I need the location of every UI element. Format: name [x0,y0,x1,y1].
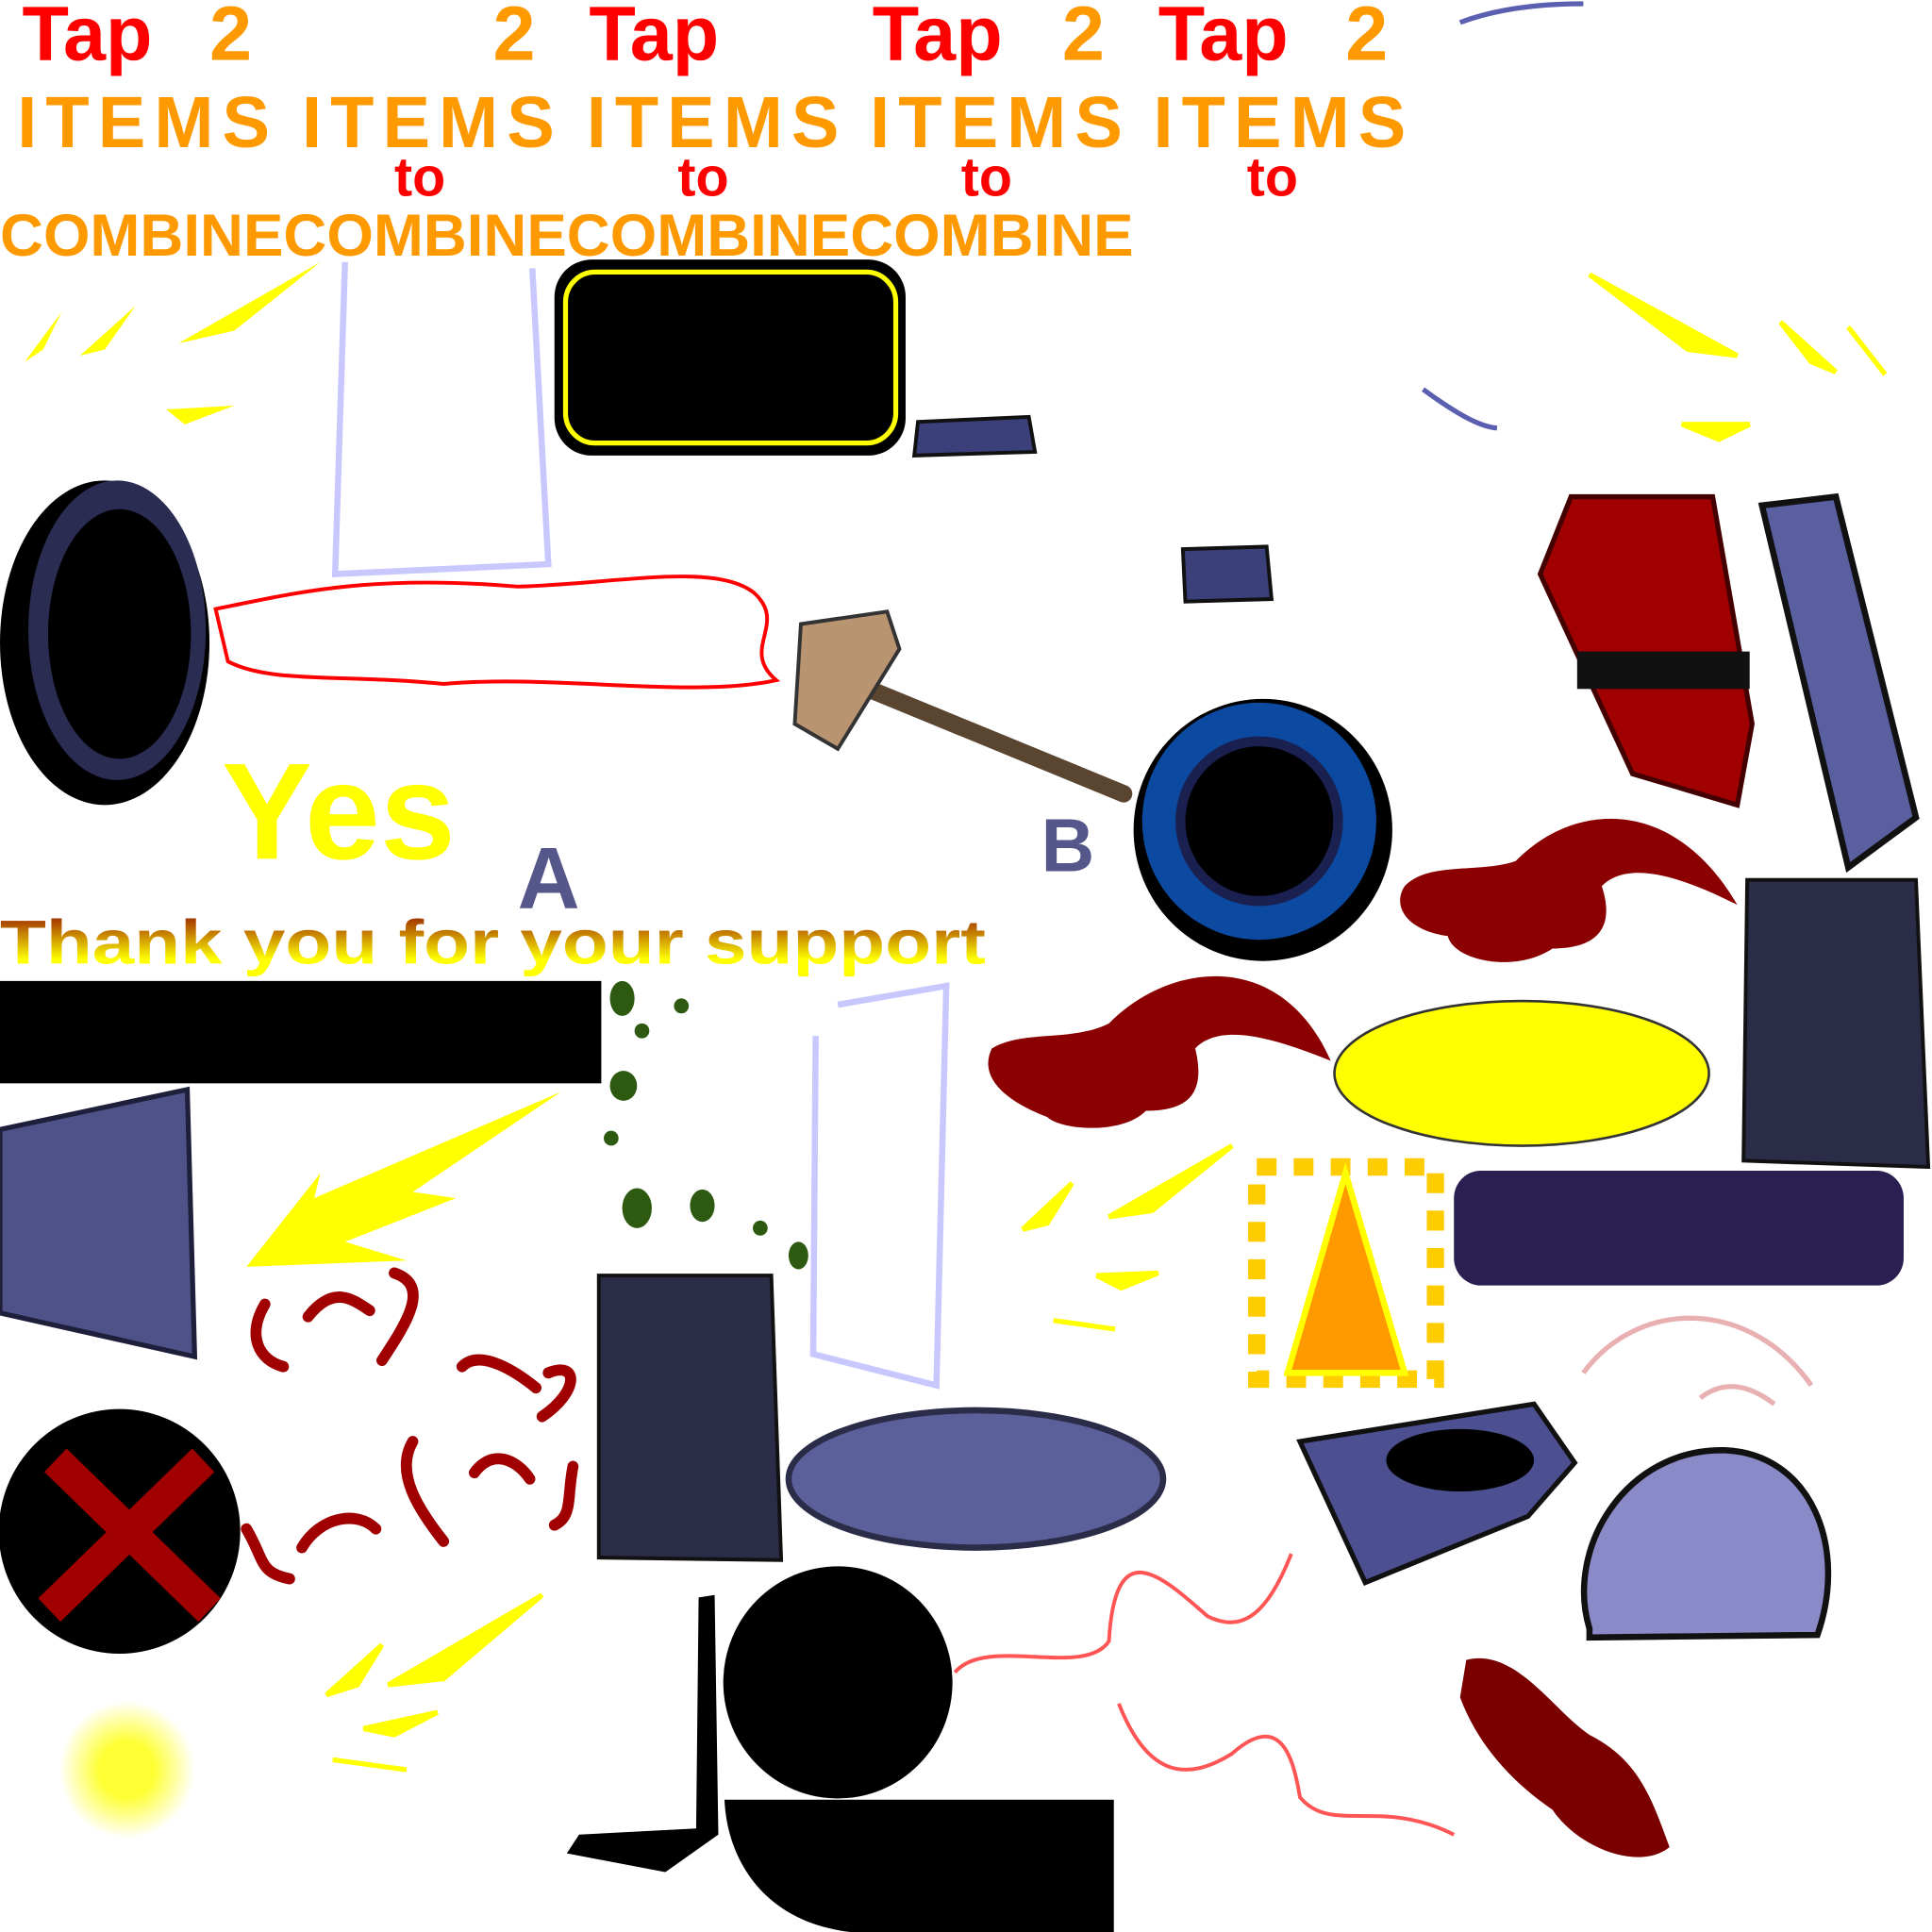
red-jar-sprite [1537,493,1755,808]
close-icon [0,1408,241,1654]
two-label: 2 [1062,0,1105,77]
purple-bar-sprite [1454,1170,1904,1286]
black-circle-sprite [723,1566,953,1799]
dark-card-sprite [1741,877,1931,1170]
items-label: ITEMS [17,83,270,164]
items-label: ITEMS [870,83,1123,164]
small-cup-sprite [1180,544,1274,604]
warning-icon [1248,1158,1444,1389]
to-label: to [394,147,445,208]
red-squiggle-sprite [241,1267,579,1585]
combine-row: COMBINE COMBINE COMBINE COMBINE [0,203,1134,269]
combine-label: COMBINE [283,203,566,269]
yellow-spark-sprite [325,1592,544,1773]
dark-card-sprite [596,1274,784,1562]
helmet-sprite [1580,1447,1832,1641]
yes-label: Yes [222,734,456,888]
two-label: 2 [1345,0,1388,77]
trapezoid-sprite [0,1086,198,1360]
items-label: ITEMS [302,83,555,164]
tray-hole [1386,1428,1535,1491]
small-bowl-sprite [911,414,1038,458]
yellow-spark-sprite [246,1091,561,1267]
broom-sprite [792,609,1133,803]
items-label: ITEMS [587,83,840,164]
items-label: ITEMS [1154,83,1407,164]
tap-label: Tap [1158,0,1289,77]
dark-ring-sprite [0,480,210,806]
to-label: to [1247,147,1298,208]
black-block-sprite [724,1799,1114,1932]
blue-ring-sprite [1133,698,1392,961]
black-stick-sprite [566,1594,719,1873]
thank-you-label: Thank you for your support [0,908,986,976]
tall-panel-sprite [1757,492,1920,874]
combine-label: COMBINE [850,203,1133,269]
tap-label: Tap [589,0,719,77]
combine-label: COMBINE [0,203,283,269]
to-label: to [961,147,1012,208]
blue-arc-sprite [1422,1,1584,431]
red-worm-sprite [1459,1657,1670,1857]
glass-panel-sprite [809,982,950,1390]
two-label: 2 [492,0,535,77]
pink-arc-sprite [1581,1315,1814,1407]
red-creature-sprite [988,975,1331,1128]
jar-band [1576,651,1750,690]
red-outline-sprite [213,575,781,690]
letter-b-label: B [1041,804,1095,888]
yellow-spark-sprite [1588,272,1888,442]
yellow-ellipse-sprite [1333,999,1710,1147]
green-drops-sprite [604,980,808,1270]
black-panel-sprite [554,259,906,456]
yellow-spark-sprite [25,261,321,425]
disc-sprite [785,1407,1167,1551]
to-label: to [677,147,728,208]
yellow-spark-sprite [1021,1143,1234,1332]
tap-row: Tap 2 2 Tap Tap 2 Tap 2 [23,0,1389,77]
red-creature-sprite [1400,818,1738,962]
letter-a-label: A [518,830,580,928]
tap-label: Tap [23,0,153,77]
two-label: 2 [209,0,252,77]
items-row: ITEMS ITEMS ITEMS ITEMS ITEMS [17,83,1406,164]
tap-label: Tap [873,0,1003,77]
black-bar-sprite [0,980,602,1084]
glass-panel-sprite [331,261,552,578]
combine-label: COMBINE [567,203,850,269]
glow-sprite [58,1701,195,1839]
pink-line-sprite [953,1553,1456,1837]
to-row: to to to to [394,147,1298,208]
